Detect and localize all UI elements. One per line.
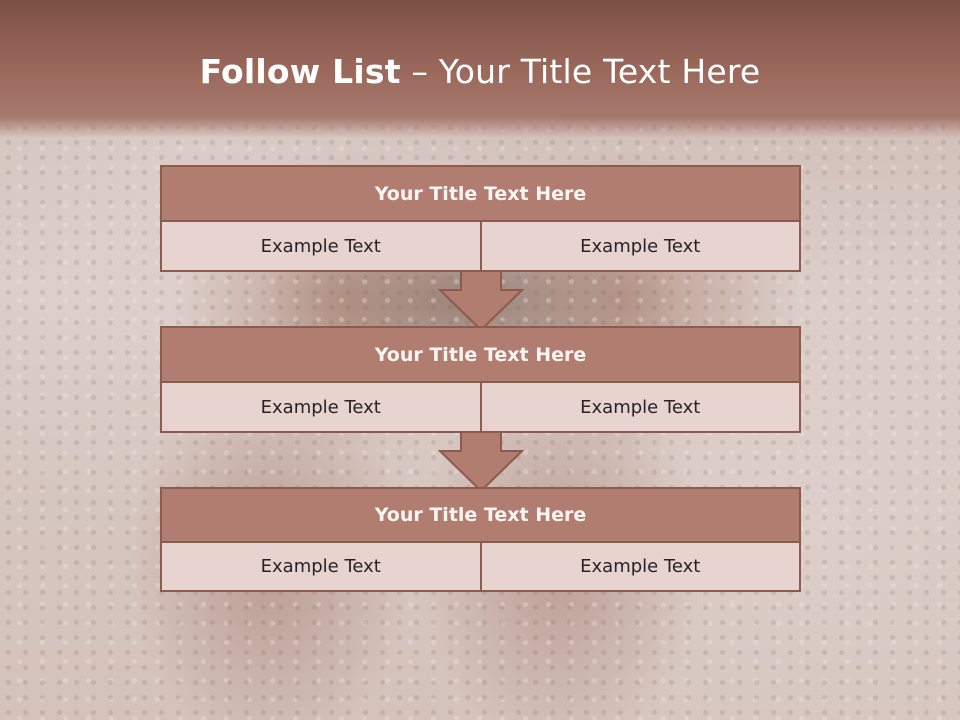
slide-title-bold: Follow List [199, 52, 401, 91]
step-title: Your Title Text Here [160, 165, 801, 222]
step-title: Your Title Text Here [160, 487, 801, 543]
down-arrow-icon [438, 270, 524, 332]
step-block-1: Your Title Text Here Example Text Exampl… [160, 165, 801, 272]
step-title: Your Title Text Here [160, 326, 801, 383]
step-cell-right: Example Text [479, 543, 799, 590]
step-row: Example Text Example Text [160, 543, 801, 592]
step-cell-right: Example Text [479, 222, 799, 270]
step-row: Example Text Example Text [160, 383, 801, 433]
step-cell-left: Example Text [162, 543, 480, 590]
step-cell-left: Example Text [162, 383, 480, 431]
step-cell-left: Example Text [162, 222, 480, 270]
step-row: Example Text Example Text [160, 222, 801, 272]
header-band [0, 0, 960, 138]
step-block-2: Your Title Text Here Example Text Exampl… [160, 326, 801, 433]
slide-title-rest: – Your Title Text Here [400, 52, 761, 91]
slide-title: Follow List – Your Title Text Here [0, 52, 960, 91]
step-cell-right: Example Text [479, 383, 799, 431]
down-arrow-icon [438, 431, 524, 493]
step-block-3: Your Title Text Here Example Text Exampl… [160, 487, 801, 592]
